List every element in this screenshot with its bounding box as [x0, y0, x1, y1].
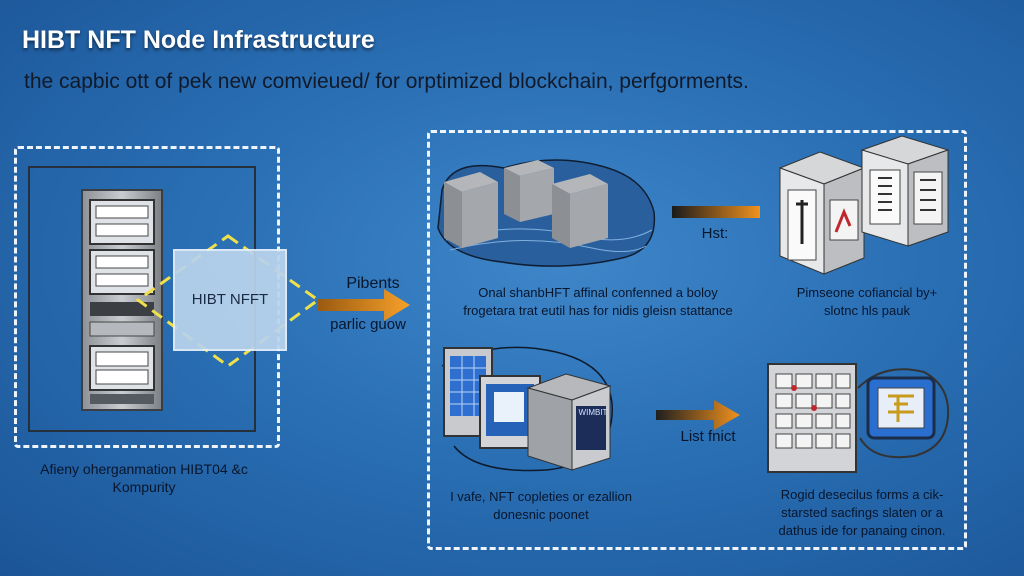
monitor-screen-text: WIMBIT [578, 408, 608, 417]
left-panel-caption: Afieny oherganmation HIBT04 &c Kompurity [40, 461, 248, 495]
main-flow-arrow [318, 288, 412, 322]
top-arrow-label: Hst: [701, 225, 729, 242]
computers-icon [436, 336, 646, 476]
nft-node-label: HIBT NFFT [191, 291, 269, 308]
nft-cubes-icon [774, 134, 958, 278]
page-title: HIBT NFT Node Infrastructure [22, 26, 375, 54]
blockchain-cubes-icon [432, 150, 660, 274]
keypad-device-icon [764, 358, 956, 474]
bottom-left-caption: I vafe, NFT copleties or ezallion donesn… [450, 489, 632, 522]
top-left-caption: Onal shanbHFT affinal confenned a boloy … [463, 285, 733, 318]
bottom-right-caption: Rogid desecilus forms a cik- starsted sa… [778, 487, 946, 538]
top-right-caption: Pimseone cofiancial by+ slotnc hls pauk [796, 285, 938, 318]
main-arrow-label-bottom: parlic guow [330, 316, 406, 333]
right-panel-frame [427, 130, 967, 550]
top-flow-arrow [672, 204, 762, 220]
server-rack-icon [80, 188, 164, 412]
nft-node-icon [132, 232, 324, 372]
bottom-arrow-label: List fnict [680, 428, 736, 445]
page-subtitle: the capbic ott of pek new comvieued/ for… [24, 70, 749, 93]
bottom-flow-arrow [656, 398, 742, 432]
main-arrow-label-top: Pibents [346, 275, 400, 292]
